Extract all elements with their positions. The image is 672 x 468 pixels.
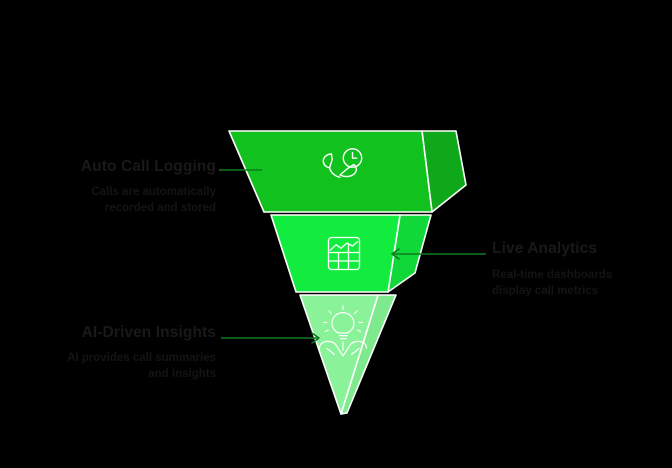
label-description-auto-call-logging: Calls are automatically recorded and sto… xyxy=(24,184,216,217)
connector-arrowhead-right-icon xyxy=(311,332,320,344)
phone-clock-icon xyxy=(322,148,363,178)
label-description-line-2: display call metrics xyxy=(492,285,599,298)
label-description-line-2: and insights xyxy=(148,368,216,381)
bar-chart-grid-icon xyxy=(327,236,361,271)
connector-arrowhead-left-icon xyxy=(391,248,400,260)
connector-live-analytics xyxy=(391,248,486,260)
label-title-ai-driven-insights: AI-Driven Insights xyxy=(81,324,216,341)
label-title-auto-call-logging: Auto Call Logging xyxy=(80,158,216,175)
funnel-segment-auto-call-logging[interactable] xyxy=(228,130,467,213)
label-live-analytics: Live Analytics Real-time dashboards disp… xyxy=(492,240,672,300)
label-auto-call-logging: Auto Call Logging Calls are automaticall… xyxy=(24,158,216,217)
label-description-line-2: recorded and stored xyxy=(104,202,216,215)
label-title-live-analytics: Live Analytics xyxy=(492,240,598,257)
segment-3-front-face xyxy=(299,294,379,415)
label-ai-driven-insights: AI-Driven Insights AI provides call summ… xyxy=(24,324,216,383)
funnel-segment-ai-driven-insights[interactable] xyxy=(299,294,397,415)
label-description-line-1: Real-time dashboards xyxy=(492,268,613,281)
label-description-line-1: Calls are automatically xyxy=(91,185,216,198)
funnel-segment-live-analytics[interactable] xyxy=(270,214,432,293)
label-description-ai-driven-insights: AI provides call summaries and insights xyxy=(24,350,216,383)
label-description-live-analytics: Real-time dashboards display call metric… xyxy=(492,267,672,300)
connector-ai-driven-insights xyxy=(221,332,320,344)
label-description-line-1: AI provides call summaries xyxy=(67,351,216,364)
lightbulb-network-icon xyxy=(318,305,368,357)
segment-2-front-face xyxy=(270,214,401,293)
